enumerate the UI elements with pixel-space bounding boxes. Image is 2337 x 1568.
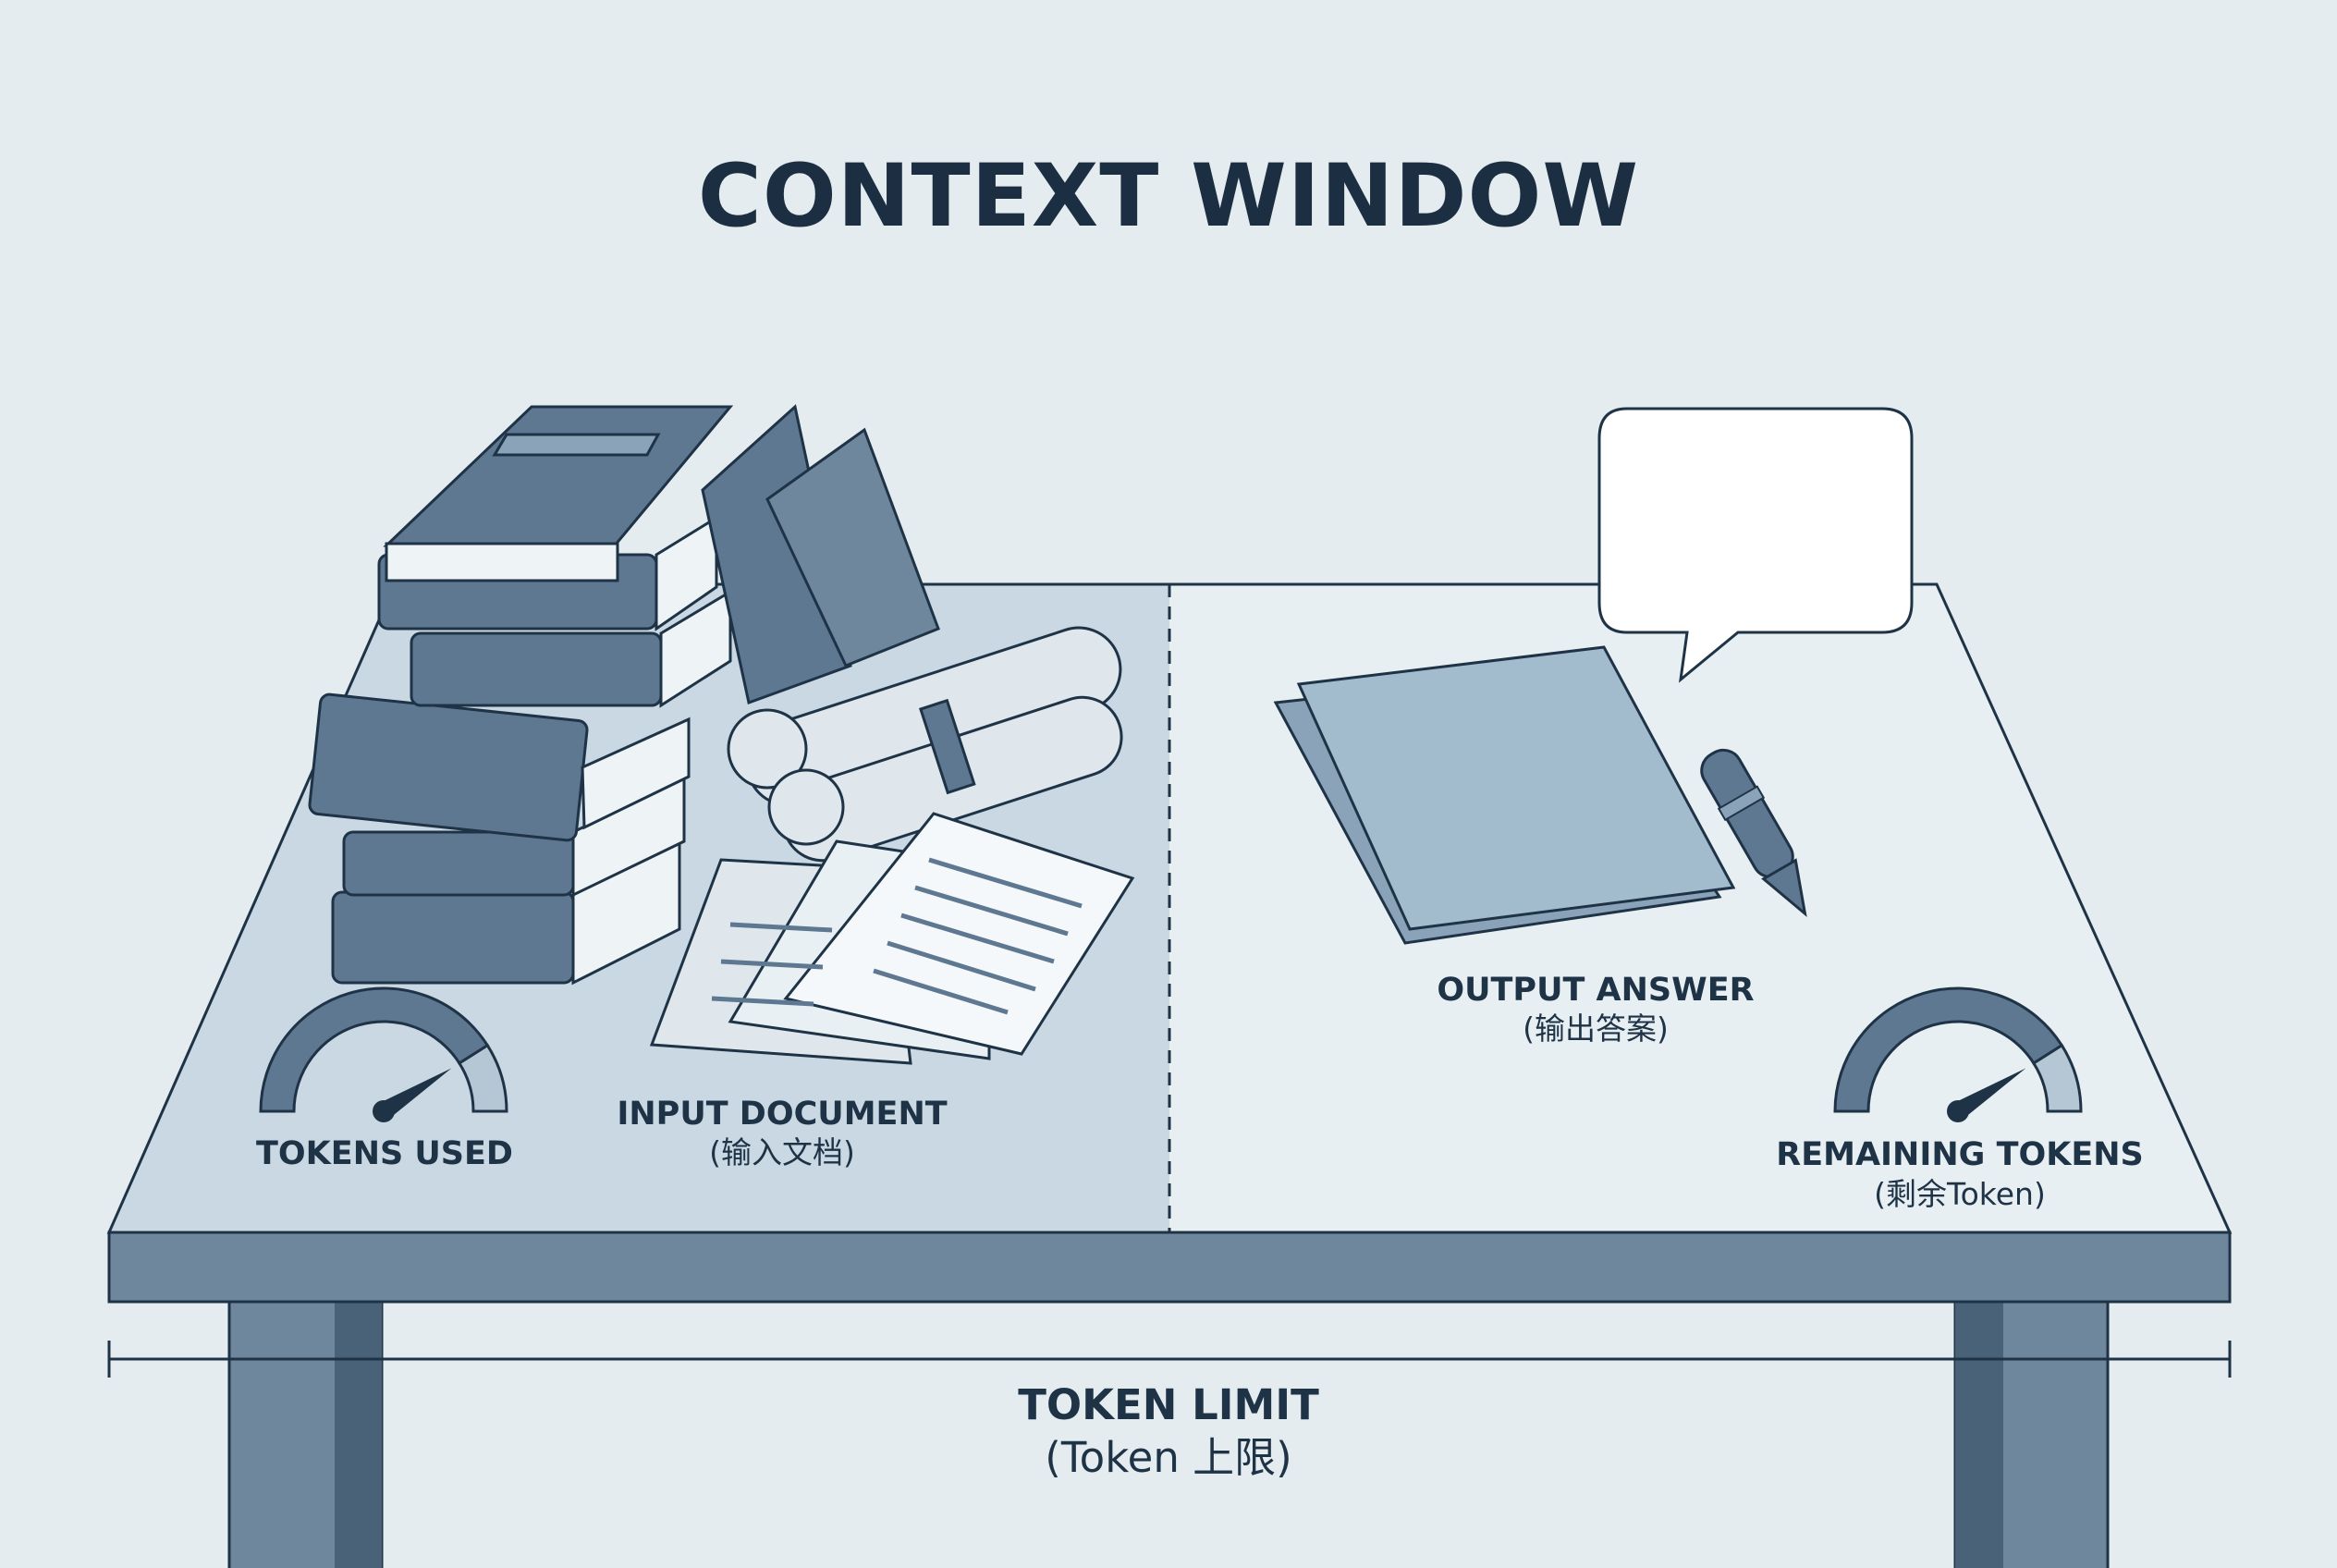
token-limit-sub-label: (Token 上限) — [1045, 1433, 1292, 1482]
gauge-hub — [373, 1100, 395, 1122]
remaining-tokens-label: REMAINING TOKENS — [1776, 1136, 2144, 1173]
gauge-filled-arc — [259, 986, 490, 1113]
token-limit-bracket — [107, 1341, 2232, 1378]
scrolls — [727, 626, 1123, 863]
gauge-empty-arc — [2031, 1043, 2083, 1113]
gauge-needle — [1952, 1068, 2026, 1120]
paper-text-lines — [711, 857, 1083, 1015]
output-answer-label: OUTPUT ANSWER — [1437, 972, 1755, 1009]
table-leg-left — [227, 1300, 384, 1568]
pen-icon — [1700, 748, 1807, 918]
output-answer-sub-label: (输出答案) — [1523, 1011, 1669, 1047]
table-leg-right — [1953, 1300, 2110, 1568]
book-stack-top — [377, 405, 734, 708]
gauge-hub — [1947, 1100, 1969, 1122]
upright-books — [701, 404, 940, 704]
page-title: CONTEXT WINDOW — [697, 146, 1640, 247]
input-document-sub-label: (输入文档) — [709, 1134, 855, 1170]
desk-edge — [107, 1231, 2232, 1304]
output-folder — [1273, 645, 1736, 945]
tokens-used-label: TOKENS USED — [256, 1135, 513, 1172]
remaining-tokens-sub-label: (剩余Token) — [1874, 1176, 2046, 1212]
gauge-needle — [378, 1068, 452, 1120]
gauge-tokens-used — [259, 986, 508, 1122]
book-stack-bottom — [308, 692, 691, 986]
speech-bubble-icon — [1597, 407, 1914, 683]
token-limit-label: TOKEN LIMIT — [1018, 1380, 1319, 1429]
gauge-empty-arc — [457, 1043, 508, 1113]
input-document-label: INPUT DOCUMENT — [617, 1096, 948, 1133]
gauge-remaining-tokens — [1833, 986, 2083, 1122]
gauge-filled-arc — [1833, 986, 2064, 1113]
